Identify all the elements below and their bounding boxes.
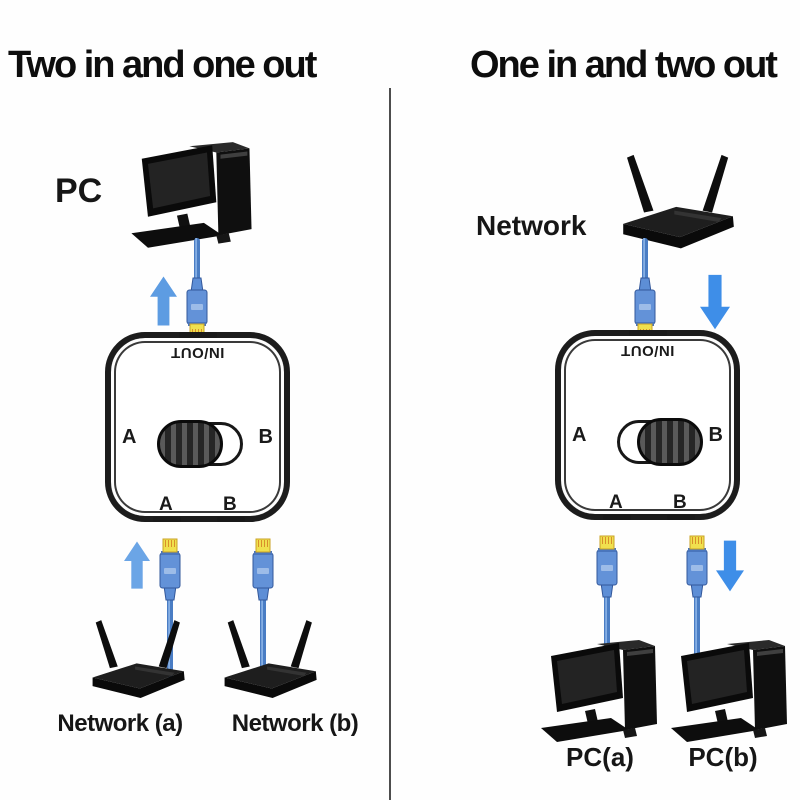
inout-port-label: IN/OUT <box>170 344 225 361</box>
pc-label: PC <box>55 172 103 210</box>
section-divider <box>389 88 391 800</box>
right-section-title: One in and two out <box>470 44 778 86</box>
wifi-router-icon <box>623 154 734 249</box>
side-label-b: B <box>708 424 723 446</box>
port-label-a: A <box>609 492 623 513</box>
pc-b-label: PC(b) <box>688 742 758 772</box>
switch-top-port-notch <box>628 330 667 336</box>
ethernet-cable-rj45-icon <box>596 535 618 665</box>
side-label-a: A <box>572 424 587 446</box>
toggle-knob[interactable] <box>157 420 223 468</box>
switch-top-port-notch <box>178 332 217 338</box>
network-label: Network <box>476 210 587 241</box>
toggle-knob[interactable] <box>637 418 703 466</box>
ethernet-cable-rj45-icon <box>252 538 274 678</box>
pc-a-label: PC(a) <box>566 742 634 772</box>
network-b-label: Network (b) <box>231 710 359 737</box>
up-arrow-icon <box>124 541 150 589</box>
port-label-a: A <box>159 494 173 515</box>
ethernet-cable-rj45-icon <box>186 238 208 338</box>
up-arrow-icon <box>150 276 177 326</box>
switch-port-a-notch <box>603 515 631 520</box>
desktop-computer-icon <box>541 640 657 742</box>
switch-port-a-notch <box>153 517 181 522</box>
down-arrow-icon <box>700 274 730 330</box>
ab-toggle-switch[interactable] <box>617 418 703 466</box>
port-label-b: B <box>223 494 237 515</box>
down-arrow-icon <box>716 540 744 592</box>
side-label-a: A <box>122 426 137 448</box>
left-section-title: Two in and one out <box>8 44 317 86</box>
desktop-computer-icon <box>131 142 252 248</box>
switch-port-b-notch <box>217 517 245 522</box>
inout-port-label: IN/OUT <box>620 342 675 359</box>
desktop-computer-icon <box>671 640 787 742</box>
switch-port-b-notch <box>667 515 695 520</box>
port-label-b: B <box>673 492 687 513</box>
wifi-router-icon <box>92 620 185 698</box>
ethernet-cable-rj45-icon <box>686 535 708 665</box>
ab-toggle-switch[interactable] <box>157 420 243 468</box>
side-label-b: B <box>258 426 273 448</box>
switch-device-right: IN/OUT A B A B <box>555 330 740 520</box>
ethernet-cable-rj45-icon <box>634 238 656 338</box>
wifi-router-icon <box>224 620 317 698</box>
switch-device-left: IN/OUT A B A B <box>105 332 290 522</box>
network-a-label: Network (a) <box>57 710 183 737</box>
